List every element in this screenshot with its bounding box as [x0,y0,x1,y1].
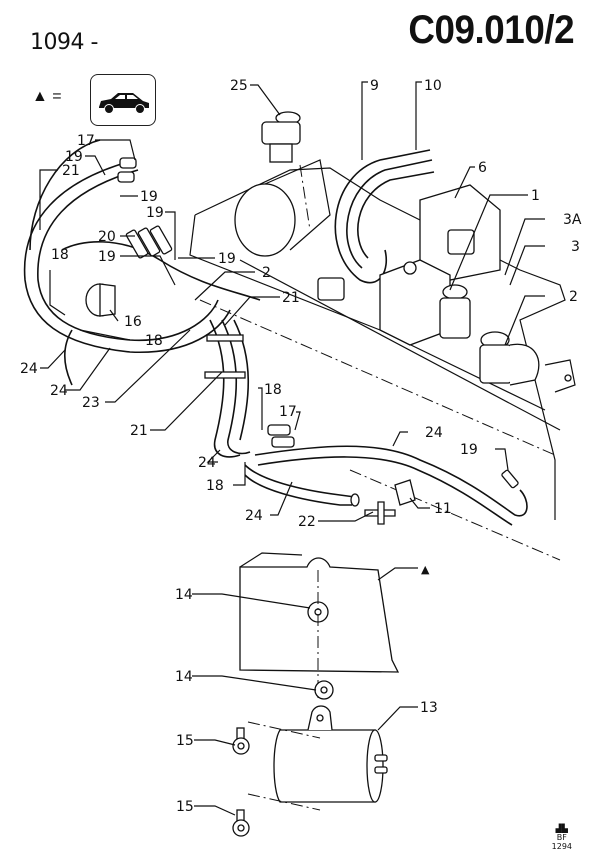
callout-17: 17 [77,133,95,149]
hose-9-10 [334,149,435,284]
callout-24: 24 [245,508,263,524]
screw-15-upper [232,727,250,755]
callout-23: 23 [82,395,100,411]
grommet [317,277,345,301]
callout-24: 24 [50,383,68,399]
callout-triangle: ▲ [421,563,430,576]
callout-17: 17 [279,404,297,420]
hose-bundle-21 [204,319,251,458]
callout-18: 18 [264,382,282,398]
callout-24: 24 [198,455,216,471]
callout-24: 24 [20,361,38,377]
callout-2: 2 [262,265,271,281]
callout-1: 1 [531,188,540,204]
canister-13 [247,705,388,811]
solenoid-valve-1 [439,284,471,339]
hose-24-lower [244,424,528,526]
callout-3: 3 [571,239,580,255]
relay-box [379,259,451,346]
callout-labels: 25 9 10 17 19 21 19 19 6 1 3A 3 20 19 19… [20,78,582,815]
callout-19: 19 [218,251,236,267]
callout-10: 10 [424,78,442,94]
screw-15-lower [232,809,250,837]
solenoid-valve-2 [479,331,576,393]
car-hatchback-icon [99,93,149,114]
hose-network-left [23,139,261,386]
callout-6: 6 [478,160,487,176]
stamp-line1: BF [556,833,567,842]
callout-14: 14 [175,669,193,685]
callout-22: 22 [298,514,316,530]
callout-25: 25 [230,78,248,94]
callout-20: 20 [98,229,116,245]
page-code: C09.010/2 [408,8,574,52]
callout-18: 18 [51,247,69,263]
callout-18: 18 [145,333,163,349]
stamp-mark: ▟▙ [555,824,568,833]
mounting-bracket [239,552,400,700]
callout-21: 21 [282,290,300,306]
callout-16: 16 [124,314,142,330]
callout-24: 24 [425,425,443,441]
callout-19: 19 [460,442,478,458]
print-stamp: ▟▙ BF 1294 [552,824,572,851]
callout-13: 13 [420,700,438,716]
callout-19: 19 [140,189,158,205]
legend-car-box [90,74,156,126]
catalog-reference: 1094 - [30,30,98,55]
callout-19: 19 [146,205,164,221]
valve-25 [261,111,301,163]
callout-3A: 3A [563,212,582,228]
leader-lines [39,81,545,816]
callout-15: 15 [176,733,194,749]
callout-19: 19 [65,149,83,165]
callout-19: 19 [98,249,116,265]
callout-15: 15 [176,799,194,815]
callout-21: 21 [130,423,148,439]
callout-11: 11 [434,501,452,517]
callout-14: 14 [175,587,193,603]
callout-21: 21 [62,163,80,179]
callout-2: 2 [569,289,578,305]
stamp-line2: 1294 [551,842,572,851]
callout-18: 18 [206,478,224,494]
legend-symbol: ▲ = [32,88,62,105]
body-panel [189,167,566,561]
charcoal-canister [234,159,331,257]
callout-9: 9 [370,78,379,94]
